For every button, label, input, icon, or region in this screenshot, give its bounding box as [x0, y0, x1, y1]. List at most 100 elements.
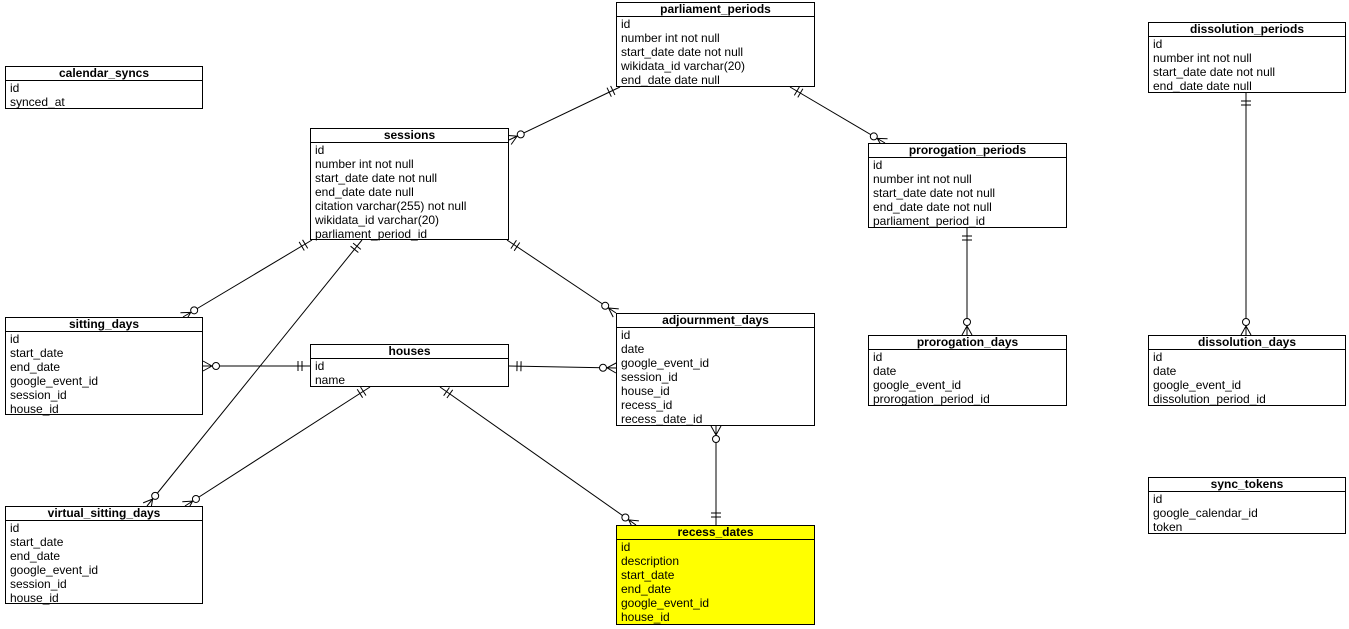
entity-virtual-sitting-days[interactable]: virtual_sitting_days id start_date end_d…	[5, 506, 203, 605]
rel-sessions-sitting-start-bar	[298, 241, 305, 251]
rel-sessions-adjournment-start-bar	[513, 242, 521, 252]
rel-houses-virtual-end-crowfoot	[182, 500, 193, 503]
field-row: prorogation_period_id	[873, 392, 990, 406]
field-row: recess_id	[621, 398, 673, 412]
field-row: session_id	[10, 388, 67, 402]
entity-title: calendar_syncs	[6, 67, 202, 81]
rel-houses-adjournment-line	[508, 365, 617, 369]
field-row: house_id	[621, 610, 670, 624]
field-row: id	[315, 143, 325, 157]
field-row: google_event_id	[621, 596, 710, 610]
rel-houses-virtual-start-bar	[356, 389, 364, 398]
rel-houses-sitting-end-crowfoot	[202, 365, 213, 372]
field-row: id	[315, 359, 325, 373]
field-row: id	[621, 328, 631, 342]
rel-houses-adjournment-end-crowfoot	[606, 362, 617, 369]
field-row: start_date date not null	[315, 171, 438, 185]
rel-sessions-virtual-end-crowfoot	[142, 498, 153, 504]
rel-houses-virtual-start-bar	[360, 386, 367, 396]
field-row: dissolution_period_id	[1153, 392, 1266, 406]
rel-houses-virtual-end-circle	[191, 494, 200, 503]
field-row: house_id	[10, 591, 59, 605]
field-row: synced_at	[10, 95, 65, 109]
field-row: token	[1153, 520, 1183, 534]
rel-prorogation-periods-days-end-crowfoot	[961, 325, 968, 336]
entity-title: virtual_sitting_days	[6, 507, 202, 521]
field-row: parliament_period_id	[315, 227, 428, 241]
rel-parliament-sessions-end-circle	[516, 130, 525, 139]
rel-houses-sitting-end-circle	[212, 362, 220, 370]
field-row: date	[1153, 364, 1177, 378]
entity-dissolution-periods[interactable]: dissolution_periods id number int not nu…	[1148, 22, 1346, 93]
field-row: session_id	[10, 577, 67, 591]
field-row: house_id	[10, 402, 59, 416]
entity-dissolution-days[interactable]: dissolution_days id date google_event_id…	[1148, 335, 1346, 406]
field-row: id	[1153, 350, 1163, 364]
field-row: end_date date null	[1153, 79, 1252, 93]
field-row: date	[621, 342, 645, 356]
field-row: number int not null	[621, 31, 720, 45]
entity-title: sitting_days	[6, 318, 202, 332]
entity-adjournment-days[interactable]: adjournment_days id date google_event_id…	[616, 313, 815, 426]
rel-sessions-virtual-end-circle	[151, 491, 160, 500]
rel-parliament-sessions-end-crowfoot	[510, 135, 518, 145]
field-row: number int not null	[315, 157, 414, 171]
rel-sessions-adjournment-end-crowfoot	[608, 307, 619, 310]
rel-sessions-virtual-line	[146, 239, 363, 507]
field-row: name	[315, 373, 346, 387]
field-row: id	[1153, 37, 1163, 51]
entity-prorogation-days[interactable]: prorogation_days id date google_event_id…	[868, 335, 1067, 406]
field-row: end_date date null	[621, 73, 720, 87]
entity-houses[interactable]: houses id name	[310, 344, 509, 387]
field-row: description	[621, 554, 680, 568]
entity-recess-dates[interactable]: recess_dates id description start_date e…	[616, 525, 815, 625]
rel-sessions-virtual-start-bar	[352, 242, 362, 250]
entity-sessions[interactable]: sessions id number int not null start_da…	[310, 128, 509, 241]
rel-sessions-sitting-line	[182, 239, 313, 318]
rel-sessions-adjournment-end-circle	[601, 301, 610, 310]
field-row: id	[621, 540, 631, 554]
field-row: id	[10, 332, 20, 346]
rel-sessions-sitting-end-circle	[190, 306, 199, 315]
field-row: end_date	[621, 582, 672, 596]
field-row: google_calendar_id	[1153, 506, 1258, 520]
rel-houses-adjournment-end-crowfoot	[606, 367, 617, 374]
field-row: start_date	[10, 346, 64, 360]
field-row: start_date date not null	[873, 186, 996, 200]
entity-title: parliament_periods	[617, 3, 814, 17]
rel-sessions-virtual-start-bar	[350, 245, 359, 253]
field-row: wikidata_id varchar(20)	[315, 213, 440, 227]
rel-prorogation-periods-days-end-circle	[963, 318, 971, 326]
entity-title: dissolution_periods	[1149, 23, 1345, 37]
field-row: id	[10, 81, 20, 95]
rel-parliament-sessions-start-bar	[606, 87, 612, 97]
field-row: google_event_id	[10, 374, 99, 388]
field-row: number int not null	[873, 172, 972, 186]
field-row: id	[10, 521, 20, 535]
rel-parliament-sessions-line	[508, 86, 621, 141]
rel-houses-recess-start-bar	[443, 387, 450, 396]
entity-sync-tokens[interactable]: sync_tokens id google_calendar_id token	[1148, 477, 1346, 534]
entity-title: adjournment_days	[617, 314, 814, 328]
field-row: id	[873, 158, 883, 172]
entity-parliament-periods[interactable]: parliament_periods id number int not nul…	[616, 2, 815, 87]
field-row: end_date date null	[315, 185, 414, 199]
field-row: house_id	[621, 384, 670, 398]
field-row: end_date	[10, 360, 61, 374]
rel-dissolution-periods-days-end-crowfoot	[1245, 325, 1252, 336]
entity-prorogation-periods[interactable]: prorogation_periods id number int not nu…	[868, 143, 1067, 228]
field-row: start_date date not null	[621, 45, 744, 59]
field-row: end_date	[10, 549, 61, 563]
rel-parliament-prorogation-start-bar	[793, 86, 800, 96]
field-row: wikidata_id varchar(20)	[621, 59, 746, 73]
rel-prorogation-periods-days-end-crowfoot	[966, 325, 973, 336]
field-row: recess_date_id	[621, 412, 703, 426]
rel-houses-recess-end-circle	[621, 513, 630, 522]
field-row: date	[873, 364, 897, 378]
field-row: start_date	[10, 535, 64, 549]
entity-calendar-syncs[interactable]: calendar_syncs id synced_at	[5, 66, 203, 109]
entity-title: prorogation_days	[869, 336, 1066, 350]
entity-sitting-days[interactable]: sitting_days id start_date end_date goog…	[5, 317, 203, 416]
field-row: google_event_id	[621, 356, 710, 370]
